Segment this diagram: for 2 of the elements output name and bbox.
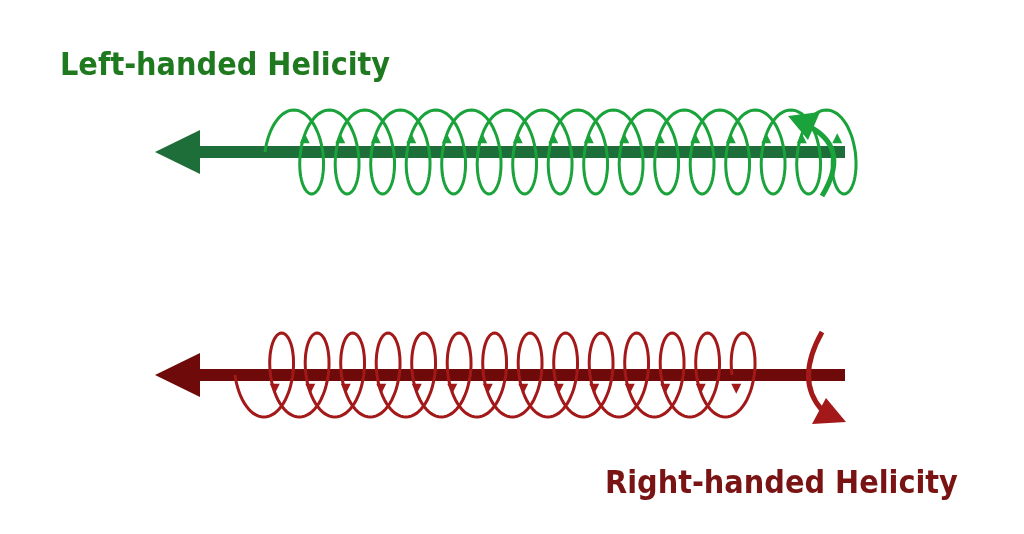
helicity-label: Left-handed Helicity — [60, 48, 391, 80]
helicity-label: Right-handed Helicity — [605, 466, 958, 498]
